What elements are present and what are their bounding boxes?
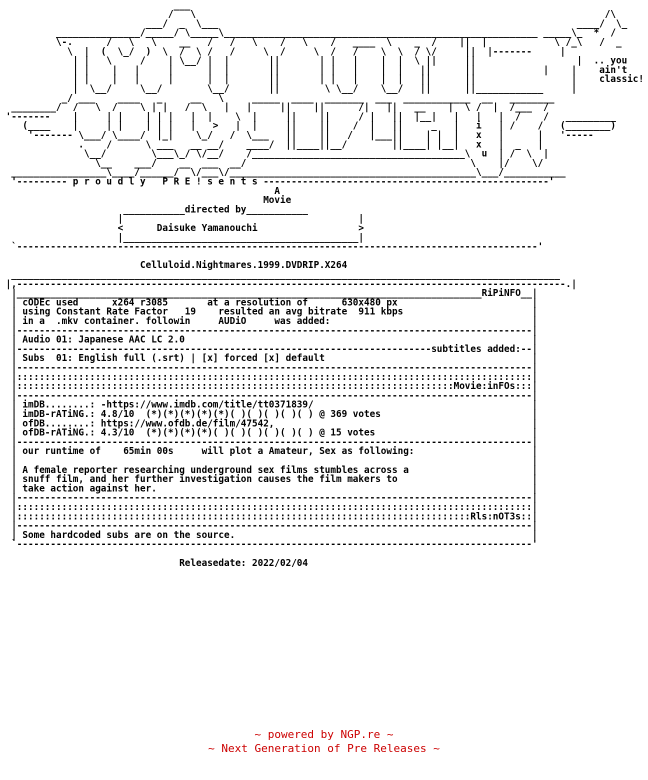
footer-powered-by: ~ powered by NGP.re ~ xyxy=(254,728,394,741)
nfo-text-block: ___ / \ /\ ___/ _ \___ xyxy=(5,0,644,569)
footer-tagline: ~ Next Generation of Pre Releases ~ xyxy=(208,742,440,755)
